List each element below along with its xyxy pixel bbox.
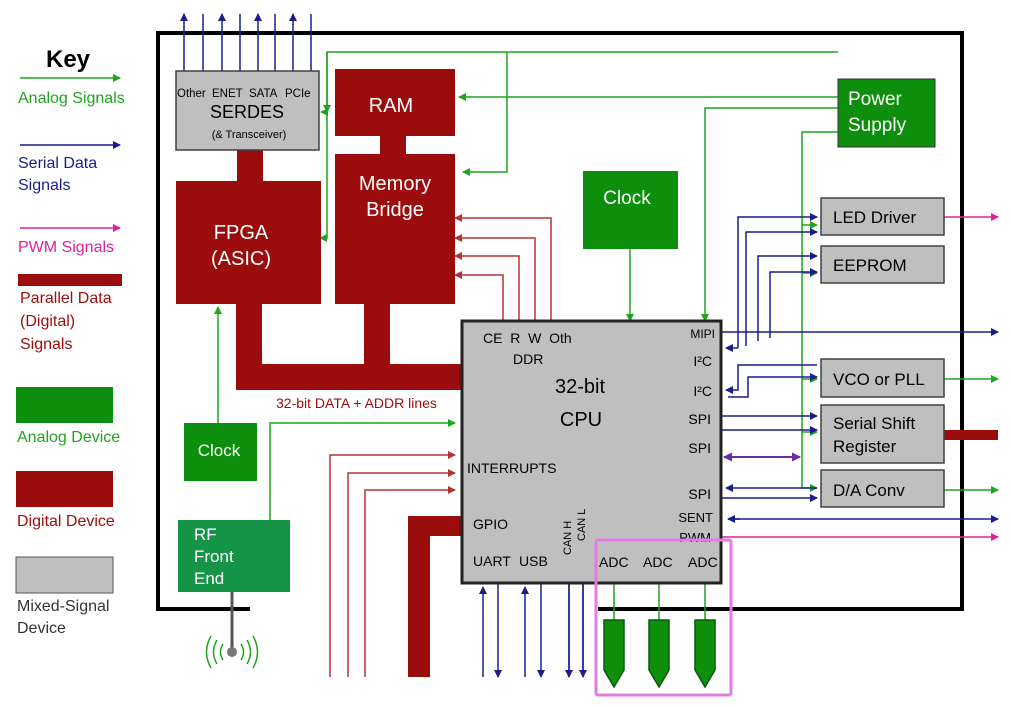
cpu-usb-label: USB — [519, 553, 548, 569]
fpga-line2: (ASIC) — [211, 248, 271, 270]
ram-label: RAM — [369, 95, 413, 117]
serdes-port-enet: ENET — [212, 88, 243, 100]
rf-line1: RF — [194, 525, 217, 544]
serdes-port-sata: SATA — [249, 88, 278, 100]
cpu-ddr-label: DDR — [513, 351, 543, 367]
clock-top-label: Clock — [603, 188, 651, 209]
serdes-serial-lines — [180, 13, 315, 81]
cpu-title-line1: 32-bit — [555, 376, 605, 398]
cpu-can-h-label: CAN H — [562, 521, 574, 555]
da-conv-label: D/A Conv — [833, 481, 905, 500]
legend-digital-device-swatch — [16, 471, 113, 507]
adc-highlight-box — [594, 538, 733, 697]
legend-mixed-line2: Device — [17, 620, 66, 637]
cpu-interrupts-label: INTERRUPTS — [467, 460, 556, 476]
legend-digital-device: Digital Device — [17, 513, 115, 530]
cpu-title-line2: CPU — [560, 409, 602, 431]
adc-probe-1 — [603, 619, 625, 689]
pwm-lines — [722, 213, 999, 541]
cpu-pin-mipi: MIPI — [690, 327, 715, 341]
cpu-pin-sent: SENT — [678, 510, 713, 525]
bus-ram-bridge — [380, 134, 406, 156]
bus-gpio-down — [408, 516, 430, 677]
vco-pll-label: VCO or PLL — [833, 370, 925, 389]
cpu-block: CE R W Oth DDR 32-bit CPU INTERRUPTS GPI… — [460, 319, 723, 585]
power-supply-block: Power Supply — [837, 78, 936, 148]
serdes-title: SERDES — [210, 102, 284, 122]
clock-block-left: Clock — [184, 423, 257, 481]
legend-parallel-line1: Parallel Data — [20, 290, 112, 307]
cpu-uart-label: UART — [473, 553, 511, 569]
legend-analog-device: Analog Device — [17, 429, 120, 446]
cpu-pin-i2c-2: I²C — [693, 383, 712, 399]
serdes-port-other: Other — [177, 88, 206, 100]
antenna-icon — [205, 592, 259, 669]
memory-bridge-block: Memory Bridge — [335, 154, 455, 304]
power-distribution-lines — [214, 51, 999, 620]
shift-register-line2: Register — [833, 437, 897, 456]
cpu-adc-1: ADC — [599, 554, 629, 570]
rf-line3: End — [194, 569, 224, 588]
system-boundary — [156, 31, 964, 611]
power-supply-line1: Power — [848, 89, 903, 110]
fpga-line1: FPGA — [214, 222, 269, 244]
legend-mixed-device-swatch — [15, 556, 114, 594]
bus-bridge-down — [364, 302, 390, 372]
legend-analog-device-swatch — [16, 387, 113, 423]
legend-analog-signals: Analog Signals — [18, 90, 125, 107]
bus-label: 32-bit DATA + ADDR lines — [276, 395, 437, 411]
eeprom-block: EEPROM — [820, 245, 945, 284]
cpu-pin-pwm: PWM — [679, 530, 711, 545]
cpu-pin-i2c-1: I²C — [693, 353, 712, 369]
cpu-adc-2: ADC — [643, 554, 673, 570]
cpu-adc-3: ADC — [688, 554, 718, 570]
cpu-pin-spi-3: SPI — [688, 486, 711, 502]
shift-register-line1: Serial Shift — [833, 414, 915, 433]
bus-serdes-fpga — [237, 150, 263, 185]
clock-left-label: Clock — [198, 441, 241, 460]
parallel-buses — [236, 134, 998, 677]
cpu-memory-pins: CE R W Oth — [483, 330, 572, 346]
clock-block-top: Clock — [583, 171, 678, 249]
power-supply-line2: Supply — [848, 115, 907, 136]
legend-serial-line1: Serial Data — [18, 155, 97, 172]
serdes-block: Other ENET SATA PCIe SERDES (& Transceiv… — [175, 70, 320, 151]
adc-probe-3 — [694, 619, 716, 689]
da-conv-block: D/A Conv — [820, 469, 945, 508]
cpu-gpio-label: GPIO — [473, 516, 508, 532]
led-driver-label: LED Driver — [833, 208, 916, 227]
legend-title: Key — [46, 46, 91, 73]
rf-line2: Front — [194, 547, 234, 566]
legend: Key Analog Signals Serial Data Signals P… — [15, 46, 125, 637]
memory-bridge-line2: Bridge — [366, 199, 424, 221]
ram-block: RAM — [335, 69, 455, 136]
serdes-port-pcie: PCIe — [285, 88, 311, 100]
cpu-pin-spi-2: SPI — [688, 440, 711, 456]
bus-horizontal — [236, 364, 462, 390]
legend-mixed-line1: Mixed-Signal — [17, 598, 109, 615]
bus-shift-register-out — [944, 430, 998, 440]
rf-front-end-block: RF Front End — [178, 520, 290, 592]
legend-serial-line2: Signals — [18, 177, 70, 194]
led-driver-block: LED Driver — [820, 197, 945, 236]
memory-bridge-line1: Memory — [359, 173, 431, 195]
legend-pwm-signals: PWM Signals — [18, 239, 114, 256]
cpu-pin-spi-1: SPI — [688, 411, 711, 427]
fpga-block: FPGA (ASIC) — [176, 181, 321, 304]
bus-gpio-horizontal — [408, 516, 464, 536]
adc-probe-2 — [648, 619, 670, 689]
cpu-serial-lines — [479, 213, 999, 678]
memory-control-lines — [329, 214, 552, 677]
adc-sensor-probes — [603, 619, 716, 689]
eeprom-label: EEPROM — [833, 256, 907, 275]
serdes-subtitle: (& Transceiver) — [212, 129, 287, 141]
legend-parallel-line2: (Digital) — [20, 313, 75, 330]
cpu-can-l-label: CAN L — [576, 509, 588, 541]
legend-parallel-bar — [18, 274, 122, 286]
vco-pll-block: VCO or PLL — [820, 358, 945, 398]
serial-shift-register-block: Serial Shift Register — [820, 404, 945, 464]
legend-parallel-line3: Signals — [20, 336, 72, 353]
